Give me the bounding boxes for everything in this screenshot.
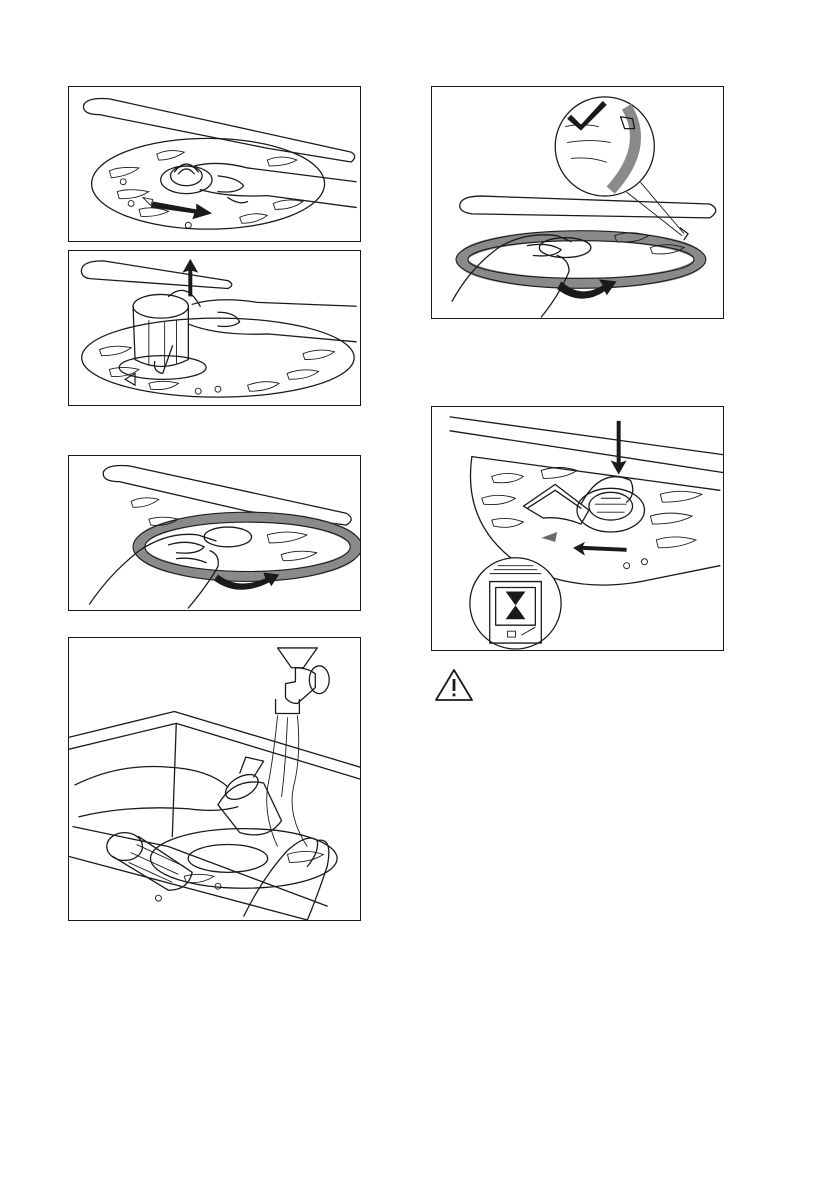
turn-filter-left-illustration	[69, 87, 360, 241]
lock-filter-illustration	[432, 407, 723, 650]
figure-remove-flat-filter	[68, 455, 361, 611]
warning-triangle-icon	[434, 668, 474, 702]
rinse-filters-under-tap-illustration	[69, 638, 360, 920]
figure-rinse-filters	[68, 637, 361, 921]
reinstall-flat-filter-check-illustration	[432, 87, 723, 318]
figure-remove-filter-lift	[68, 250, 361, 406]
remove-flat-filter-illustration	[69, 456, 360, 610]
figure-remove-filter-turn	[68, 86, 361, 242]
lift-filter-up-illustration	[69, 251, 360, 405]
figure-reinstall-filter-lock	[431, 406, 724, 651]
figure-reinstall-flat-filter	[431, 86, 724, 319]
